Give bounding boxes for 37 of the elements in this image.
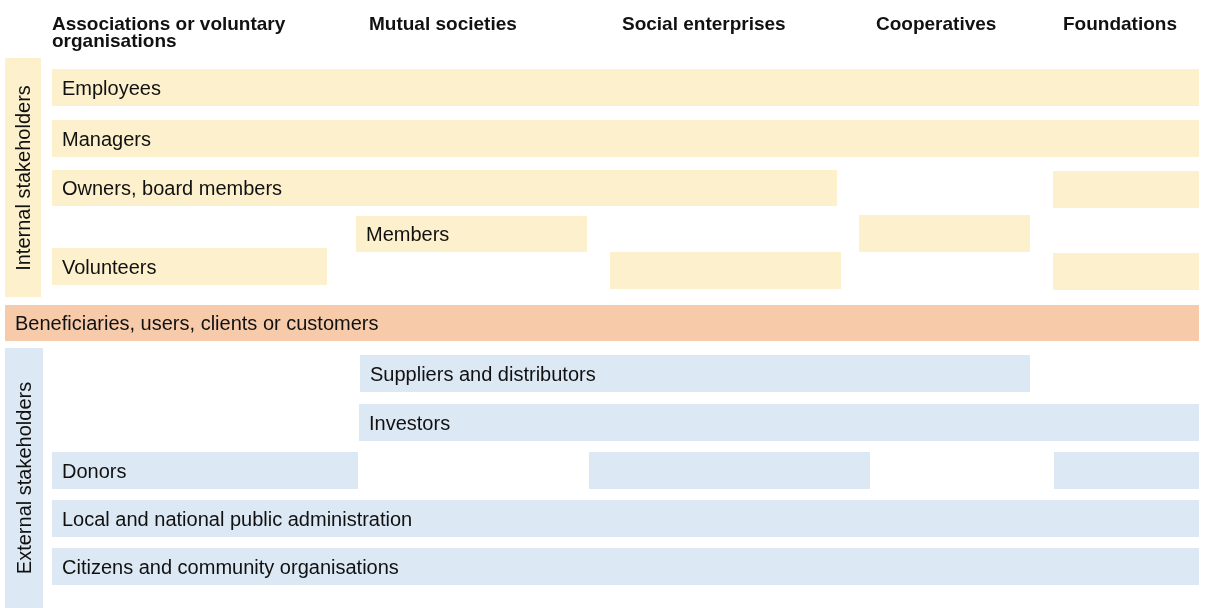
stakeholder-bar bbox=[52, 548, 1199, 585]
column-header: Cooperatives bbox=[876, 15, 998, 32]
bar-label: Suppliers and distributors bbox=[370, 362, 596, 385]
group-label: External stakeholders bbox=[12, 381, 36, 575]
empty-bar bbox=[859, 215, 1030, 252]
empty-bar bbox=[1053, 253, 1199, 290]
bar-label: Volunteers bbox=[62, 255, 157, 278]
bar-label: Donors bbox=[62, 459, 127, 482]
bar-label: Citizens and community organisations bbox=[62, 555, 399, 578]
stakeholder-bar bbox=[52, 120, 1199, 157]
empty-bar bbox=[589, 452, 870, 489]
column-header: Mutual societies bbox=[369, 15, 518, 32]
bar-label: Employees bbox=[62, 76, 161, 99]
stakeholder-bar bbox=[359, 404, 1199, 441]
stakeholder-group-band bbox=[5, 58, 41, 297]
group-label: Internal stakeholders bbox=[11, 84, 35, 271]
bar-label: Investors bbox=[369, 411, 451, 434]
empty-bar bbox=[1053, 171, 1199, 208]
bar-label: Managers bbox=[62, 127, 151, 150]
stakeholder-bar bbox=[52, 452, 358, 489]
stakeholder-bar bbox=[52, 248, 327, 285]
stakeholder-bar bbox=[52, 500, 1199, 537]
empty-bar bbox=[610, 252, 841, 289]
empty-bar bbox=[1054, 452, 1199, 489]
stakeholder-bar bbox=[5, 305, 1199, 341]
stakeholder-bar bbox=[356, 216, 587, 252]
stakeholder-group-band bbox=[5, 348, 43, 608]
bar-label: Members bbox=[366, 222, 450, 246]
column-header: Associations or voluntary organisations bbox=[52, 15, 287, 49]
bar-label: Local and national public administration bbox=[62, 507, 413, 530]
column-header: Foundations bbox=[1063, 15, 1178, 32]
stakeholder-bar bbox=[360, 355, 1030, 392]
bar-label: Beneficiaries, users, clients or customers bbox=[15, 311, 379, 335]
stakeholder-bar bbox=[52, 170, 837, 206]
column-header: Social enterprises bbox=[622, 15, 787, 32]
bar-label: Owners, board members bbox=[62, 176, 283, 200]
stakeholder-bar bbox=[52, 69, 1199, 106]
